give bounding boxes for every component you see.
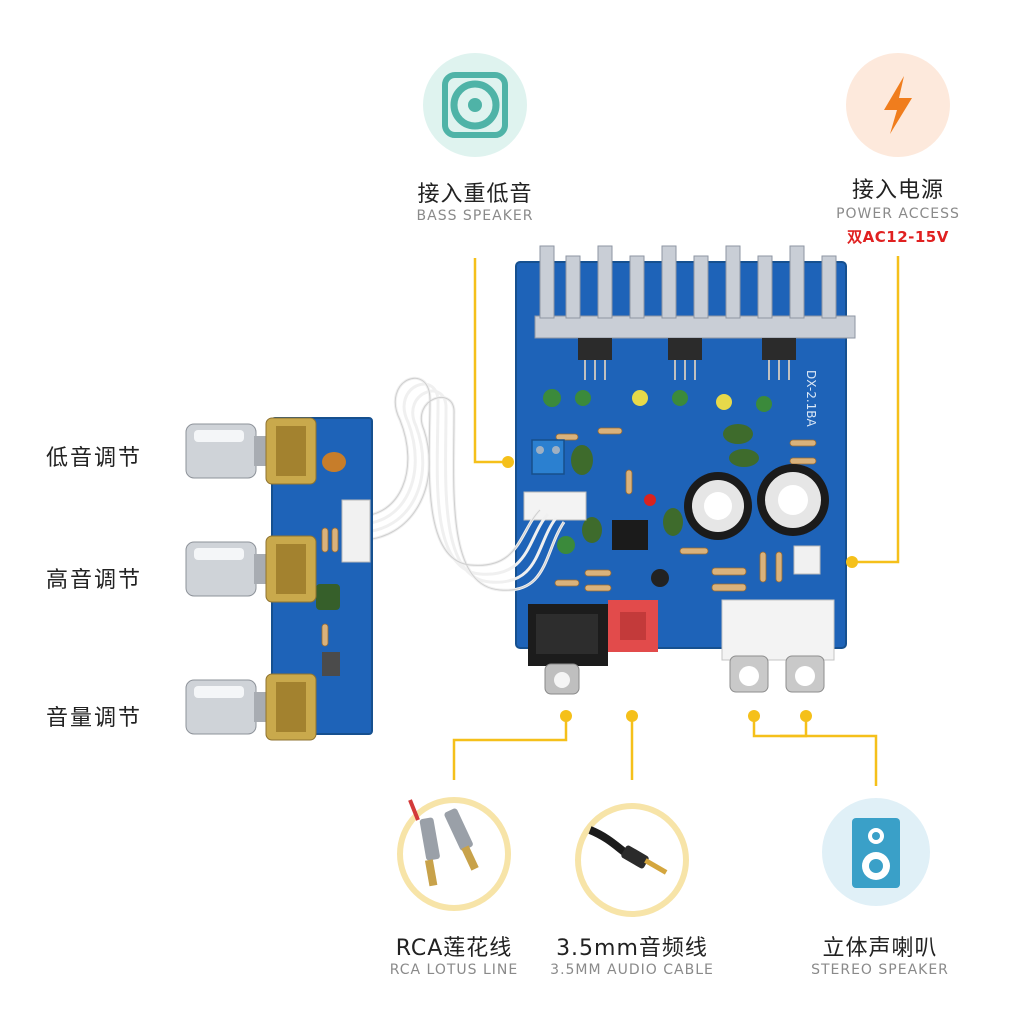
stereo-speaker-cn: 立体声喇叭	[822, 936, 938, 961]
stereo-speaker-callout: 立体声喇叭 STEREO SPEAKER	[790, 930, 970, 978]
stereo-speaker-en: STEREO SPEAKER	[811, 962, 949, 978]
rca-line-cn: RCA莲花线	[395, 936, 513, 961]
board-model-label: DX-2.1BA	[804, 370, 818, 427]
speaker-icon	[423, 53, 527, 157]
bass-speaker-callout: 接入重低音 BASS SPEAKER	[385, 176, 565, 224]
knob-treble	[185, 535, 317, 603]
bass-speaker-cn: 接入重低音	[417, 182, 533, 207]
amplifier-board	[515, 245, 856, 695]
power-access-callout: 接入电源 POWER ACCESS 双AC12-15V	[818, 172, 978, 247]
power-access-cn: 接入电源	[851, 178, 944, 203]
knob-label-treble: 高音调节	[46, 568, 143, 593]
electrolytic-capacitors	[684, 464, 829, 540]
tone-control-board	[271, 417, 373, 735]
rca-line-callout: RCA莲花线 RCA LOTUS LINE	[364, 930, 544, 978]
bass-speaker-en: BASS SPEAKER	[416, 208, 534, 224]
knob-bass	[185, 417, 317, 485]
knob-label-volume: 音量调节	[46, 706, 143, 731]
knob-label-bass: 低音调节	[46, 446, 143, 471]
heatsink	[534, 245, 856, 339]
lightning-icon	[846, 53, 950, 157]
power-spec: 双AC12-15V	[847, 228, 949, 246]
knob-volume	[185, 673, 317, 741]
callout-lines	[452, 256, 900, 786]
audio-cable-cn: 3.5mm音频线	[556, 936, 708, 961]
power-access-en: POWER ACCESS	[836, 206, 960, 222]
audio-jack-icon	[575, 803, 689, 917]
rca-line-en: RCA LOTUS LINE	[389, 962, 519, 978]
rca-cable-icon	[397, 797, 511, 911]
callout-dots	[502, 456, 858, 722]
stereo-speaker-icon	[822, 798, 930, 906]
audio-cable-en: 3.5MM AUDIO CABLE	[550, 962, 714, 978]
audio-cable-callout: 3.5mm音频线 3.5MM AUDIO CABLE	[542, 930, 722, 978]
